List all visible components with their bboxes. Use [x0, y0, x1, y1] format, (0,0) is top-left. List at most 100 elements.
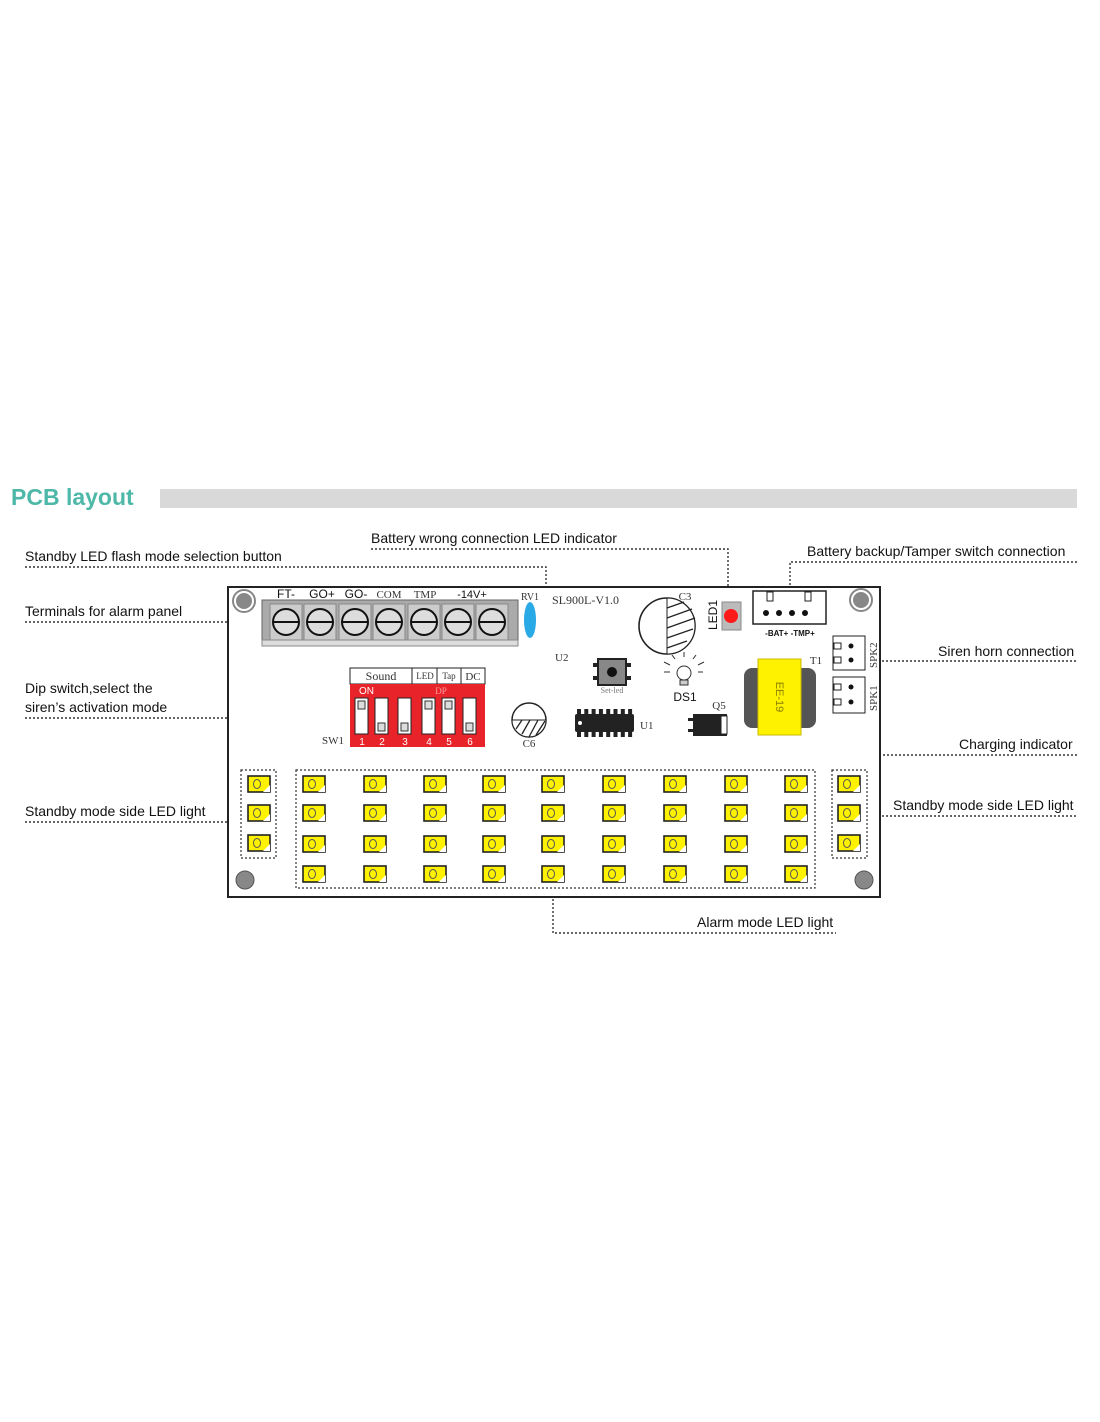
- c3-label: C3: [679, 591, 692, 603]
- chip-pin: [598, 732, 603, 737]
- dip-on-label: ON: [359, 686, 374, 697]
- dip-toggle-2[interactable]: [374, 697, 389, 735]
- bulb-ds1-icon: [663, 652, 705, 686]
- dip-number: 2: [379, 737, 385, 748]
- standby-led-left: [247, 775, 271, 793]
- terminal-label-14v: -14V+: [457, 589, 487, 601]
- chip-pin: [577, 709, 581, 714]
- terminal-screw: [441, 603, 475, 641]
- sw1-label: SW1: [322, 735, 344, 747]
- alarm-led: [423, 835, 447, 853]
- chip-pin: [620, 732, 625, 737]
- callout-dip-line1: Dip switch,select the: [25, 680, 153, 696]
- alarm-led: [602, 835, 626, 853]
- callout-alarm-led: Alarm mode LED light: [697, 914, 833, 930]
- dip-toggle-3[interactable]: [397, 697, 412, 735]
- spk1-label: SPK1: [868, 685, 880, 711]
- chip-pin: [628, 709, 633, 714]
- alarm-led: [663, 835, 687, 853]
- terminal-screw: [407, 603, 441, 641]
- alarm-led: [724, 835, 748, 853]
- dip-toggle-1[interactable]: [354, 697, 369, 735]
- speaker-connectors: [832, 635, 866, 714]
- terminal-label-com: COM: [376, 589, 401, 601]
- spk2-label: SPK2: [868, 642, 880, 668]
- chip-u1: [575, 709, 634, 737]
- chip-pin: [606, 709, 611, 714]
- alarm-led: [363, 775, 387, 793]
- callout-battery-wrong: Battery wrong connection LED indicator: [371, 530, 617, 546]
- chip-pin: [591, 709, 596, 714]
- terminal-screw: [372, 603, 406, 641]
- callout-siren-horn: Siren horn connection: [938, 643, 1074, 659]
- varistor-rv1: [524, 602, 536, 638]
- chip-pin: [577, 732, 581, 737]
- q5-label: Q5: [712, 700, 726, 712]
- dip-number: 5: [446, 737, 452, 748]
- standby-led-right: [837, 804, 861, 822]
- dip-number: 4: [426, 737, 432, 748]
- terminal-label-go-plus: GO+: [309, 587, 335, 601]
- alarm-led: [541, 804, 565, 822]
- dip-number: 6: [467, 737, 473, 748]
- chip-pin: [591, 732, 596, 737]
- alarm-led: [363, 835, 387, 853]
- alarm-led: [363, 865, 387, 883]
- standby-led-left: [247, 804, 271, 822]
- transformer-t1: [744, 658, 816, 736]
- alarm-led: [423, 775, 447, 793]
- led1-label: LED1: [706, 600, 720, 630]
- terminal-block: [261, 599, 519, 647]
- alarm-led: [784, 865, 808, 883]
- standby-led-left: [247, 834, 271, 852]
- title-bar: [160, 489, 1077, 508]
- dip-toggle-6[interactable]: [462, 697, 477, 735]
- dip-switch-sw1: [349, 667, 486, 747]
- dip-toggle-5[interactable]: [441, 697, 456, 735]
- alarm-led: [363, 804, 387, 822]
- chip-pin: [628, 732, 633, 737]
- alarm-led: [302, 865, 326, 883]
- alarm-led: [541, 835, 565, 853]
- alarm-led: [302, 835, 326, 853]
- callout-standby-right: Standby mode side LED light: [893, 797, 1074, 813]
- u2-label: U2: [555, 652, 568, 664]
- dip-header-dc: DC: [465, 671, 480, 683]
- capacitor-c6: [511, 702, 547, 738]
- chip-pin: [613, 732, 618, 737]
- connector-label: -BAT+ -TMP+: [765, 629, 815, 638]
- dip-header-led: LED: [416, 671, 434, 681]
- alarm-led: [663, 865, 687, 883]
- chip-pin: [584, 732, 589, 737]
- dip-number: 3: [402, 737, 408, 748]
- callout-battery-backup: Battery backup/Tamper switch connection: [807, 543, 1065, 559]
- alarm-led: [541, 775, 565, 793]
- chip-pin: [613, 709, 618, 714]
- board-model: SL900L-V1.0: [552, 593, 619, 607]
- dip-header-sound: Sound: [366, 669, 397, 683]
- page-title: PCB layout: [11, 484, 134, 510]
- chip-pin: [620, 709, 625, 714]
- alarm-led: [423, 804, 447, 822]
- alarm-led: [663, 804, 687, 822]
- alarm-led: [482, 775, 506, 793]
- alarm-led: [784, 835, 808, 853]
- set-led-label: Set-led: [601, 686, 624, 695]
- standby-led-right: [837, 834, 861, 852]
- u1-label: U1: [640, 720, 653, 732]
- t1-label: T1: [810, 655, 822, 667]
- transistor-q5: [688, 714, 728, 736]
- terminal-screw: [338, 603, 372, 641]
- alarm-led: [724, 775, 748, 793]
- callout-standby-left: Standby mode side LED light: [25, 803, 206, 819]
- alarm-led: [302, 804, 326, 822]
- set-led-button: [593, 658, 631, 686]
- callout-charging: Charging indicator: [959, 736, 1073, 752]
- dip-toggle-4[interactable]: [421, 697, 436, 735]
- alarm-led: [784, 804, 808, 822]
- alarm-led: [784, 775, 808, 793]
- alarm-led: [423, 865, 447, 883]
- alarm-led: [482, 804, 506, 822]
- rv1-label: RV1: [521, 592, 539, 603]
